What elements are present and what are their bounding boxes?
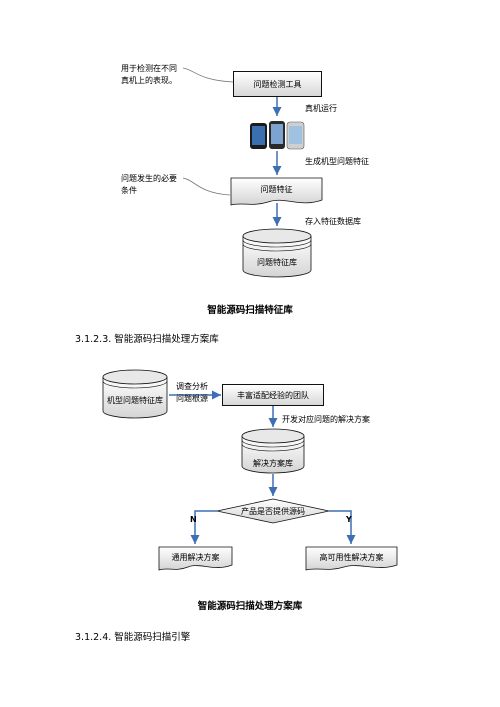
label-store: 存入特征数据库 — [305, 217, 361, 226]
section-heading-3-1-2-4: 3.1.2.4. 智能源码扫描引擎 — [75, 632, 191, 643]
feature-box-label: 问题特征 — [260, 185, 293, 194]
note-top: 用于检测在不同 真机上的表现。 — [121, 64, 177, 85]
label-run: 真机运行 — [305, 104, 337, 113]
label-analyze: 调查分析 问题根源 — [176, 382, 208, 403]
section-heading-3-1-2-3: 3.1.2.3. 智能源码扫描处理方案库 — [75, 334, 219, 345]
model-db-label: 机型问题特征库 — [107, 396, 163, 405]
solution-db-label: 解决方案库 — [253, 459, 293, 468]
label-generate: 生成机型问题特征 — [305, 157, 369, 166]
solution-db-cylinder — [241, 428, 305, 474]
figure1-caption: 智能源码扫描特征库 — [207, 305, 293, 316]
model-db-cylinder — [102, 369, 168, 419]
high-availability-doc — [305, 546, 398, 571]
note-condition: 问题发生的必要 条件 — [121, 174, 177, 195]
general-solution-label: 通用解决方案 — [171, 553, 220, 562]
feature-doc-shape — [230, 177, 323, 206]
phones-icon — [250, 121, 305, 150]
high-availability-label: 高可用性解决方案 — [319, 553, 384, 562]
decision-label: 产品是否提供源码 — [241, 507, 305, 516]
tool-box: 问题检测工具 — [233, 71, 322, 97]
label-yes: Y — [346, 515, 352, 524]
label-develop: 开发对应问题的解决方案 — [282, 415, 370, 424]
general-solution-doc — [158, 546, 233, 571]
note-connector-condition — [182, 177, 231, 196]
team-box: 丰富适配经验的团队 — [222, 384, 324, 406]
db-label: 问题特征库 — [257, 258, 297, 267]
label-no: N — [190, 515, 197, 524]
arrow-yes-branch — [329, 510, 356, 544]
figure2-caption: 智能源码扫描处理方案库 — [197, 601, 303, 612]
feature-db-cylinder — [242, 228, 312, 278]
decision-diamond — [216, 498, 330, 524]
note-connector-top — [182, 67, 234, 83]
arrow-no-branch — [190, 510, 217, 544]
